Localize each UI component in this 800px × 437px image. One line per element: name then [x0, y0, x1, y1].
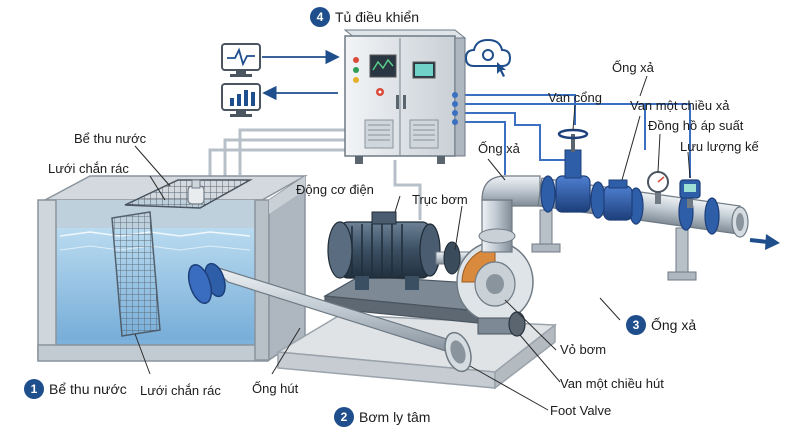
monitor-bar-chart-icon: [221, 83, 261, 117]
trash-screen-bottom: [111, 211, 161, 337]
flow-arrow-icon: [749, 234, 780, 250]
label-tank: Bể thu nước: [74, 131, 147, 146]
label-gate-valve: Van cổng: [548, 90, 602, 105]
label-discharge-top-right: Ống xả: [612, 60, 654, 75]
pump-casing: [456, 241, 534, 335]
label-foot-valve: Foot Valve: [550, 403, 612, 418]
suction-check-valve: [508, 311, 526, 337]
label-pressure-gauge: Đồng hồ áp suất: [648, 118, 744, 133]
label-discharge-pipe-top: Ống xả: [478, 141, 520, 156]
label-screen-top: Lưới chắn rác: [48, 161, 129, 176]
label-shaft: Trục bơm: [412, 192, 468, 207]
flow-meter: [679, 179, 701, 208]
label-suction-pipe: Ống hút: [252, 381, 299, 396]
level-sensor: [187, 179, 205, 205]
pipe-supports: [531, 209, 697, 281]
leader-lines: [134, 75, 691, 411]
section-4-label: Tủ điều khiển: [335, 9, 420, 25]
section-2-number: 2: [334, 407, 354, 427]
section-3-number: 3: [626, 315, 646, 335]
section-1-label: Bể thu nước: [49, 381, 127, 397]
label-motor: Động cơ điện: [296, 182, 374, 197]
section-1-number: 1: [24, 379, 44, 399]
control-cabinet: [343, 29, 467, 164]
section-2-label: Bơm ly tâm: [359, 409, 431, 425]
label-pump-casing: Vỏ bơm: [560, 342, 607, 357]
label-suction-check-valve: Van một chiều hút: [560, 376, 664, 391]
suction-pipe: [187, 262, 472, 373]
section-2-centrifugal-pump: 2 Bơm ly tâm: [334, 407, 430, 427]
section-1-tank: 1 Bể thu nước: [24, 379, 127, 399]
control-lines-to-valves: [460, 94, 691, 178]
label-flow-meter: Lưu lượng kế: [680, 139, 759, 154]
cloud-gear-icon: [464, 38, 512, 77]
check-valve-discharge: [603, 179, 633, 221]
control-wires: [208, 128, 422, 220]
section-3-label: Ống xả: [651, 317, 697, 333]
label-screen-bottom: Lưới chắn rác: [140, 383, 221, 398]
section-4-control-cabinet: 4 Tủ điều khiển: [310, 7, 419, 27]
monitor-chart-icon: [221, 43, 261, 77]
label-check-valve: Van một chiều xả: [630, 98, 730, 113]
section-3-discharge: 3 Ống xả: [626, 315, 696, 335]
gate-valve: [555, 128, 591, 213]
section-4-number: 4: [310, 7, 330, 27]
electric-motor: [327, 211, 441, 290]
